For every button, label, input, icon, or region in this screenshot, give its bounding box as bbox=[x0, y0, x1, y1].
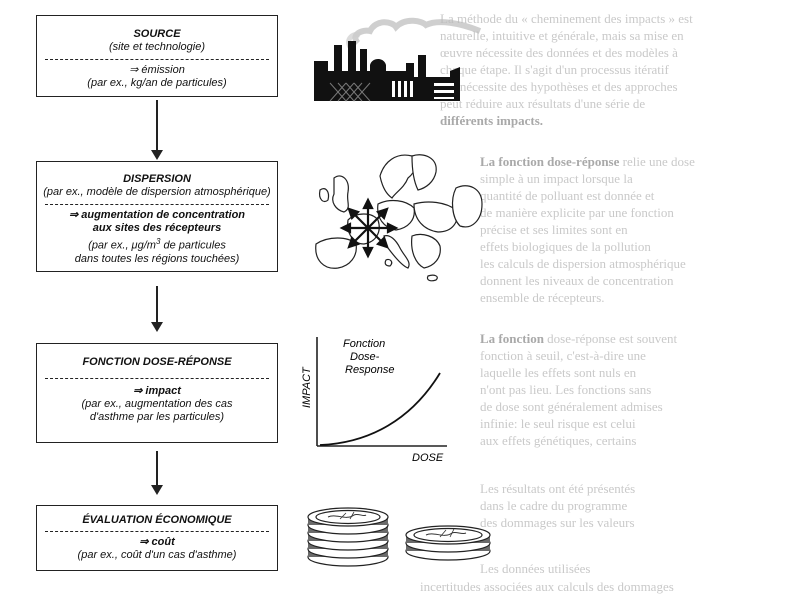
dispersion-example-pre: (par ex., μg/m bbox=[88, 239, 156, 252]
curve-label-line2: Dose- bbox=[350, 351, 380, 363]
dose-response-example-line1: (par ex., augmentation des cas bbox=[81, 398, 233, 410]
economic-example: (par ex., coût d'un cas d'asthme) bbox=[77, 549, 237, 561]
dashed-divider bbox=[45, 378, 269, 379]
graph-x-label: DOSE bbox=[412, 452, 444, 464]
source-subtitle: (site et technologie) bbox=[109, 41, 205, 53]
economic-title: ÉVALUATION ÉCONOMIQUE bbox=[82, 514, 232, 526]
arrow-source-to-dispersion bbox=[151, 100, 163, 160]
economic-result: ⇒ coût bbox=[139, 536, 175, 548]
dose-response-graph-icon: Fonction Dose- Response IMPACT DOSE bbox=[301, 337, 447, 464]
dispersion-result-line2: aux sites des récepteurs bbox=[92, 222, 222, 234]
dashed-divider bbox=[45, 531, 269, 532]
dispersion-example-sup: 3 bbox=[155, 237, 161, 246]
europe-map-icon bbox=[315, 154, 483, 282]
dashed-divider bbox=[45, 204, 269, 205]
factory-icon bbox=[314, 17, 482, 102]
dispersion-result-line1: ⇒ augmentation de concentration bbox=[68, 209, 246, 221]
dispersion-example-post: de particules bbox=[160, 239, 226, 252]
source-example: (par ex., kg/an de particules) bbox=[87, 77, 227, 89]
dispersion-box: DISPERSION (par ex., modèle de dispersio… bbox=[36, 161, 278, 272]
dashed-divider bbox=[45, 59, 269, 60]
source-result: ⇒ émission bbox=[129, 64, 185, 76]
coins-icon bbox=[307, 507, 491, 567]
source-title: SOURCE bbox=[133, 28, 181, 40]
dose-response-box: FONCTION DOSE-RÉPONSE ⇒ impact (par ex.,… bbox=[36, 343, 278, 443]
source-box: SOURCE (site et technologie) ⇒ émission … bbox=[36, 15, 278, 97]
economic-box: ÉVALUATION ÉCONOMIQUE ⇒ coût (par ex., c… bbox=[36, 505, 278, 571]
dose-response-curve bbox=[319, 372, 441, 446]
dispersion-title: DISPERSION bbox=[123, 173, 191, 185]
curve-label-line1: Fonction bbox=[343, 338, 385, 350]
dose-response-result: ⇒ impact bbox=[133, 385, 181, 397]
graph-y-label: IMPACT bbox=[301, 366, 313, 408]
dispersion-example-line2: dans toutes les régions touchées) bbox=[74, 252, 240, 265]
dose-response-title: FONCTION DOSE-RÉPONSE bbox=[82, 356, 232, 368]
dose-response-example-line2: d'asthme par les particules) bbox=[89, 411, 225, 423]
arrow-dose-response-to-economic bbox=[151, 451, 163, 495]
curve-label-line3: Response bbox=[345, 364, 395, 376]
dispersion-example-line1: (par ex., μg/m3 de particules bbox=[37, 235, 277, 253]
dispersion-subtitle: (par ex., modèle de dispersion atmosphér… bbox=[43, 186, 271, 198]
arrow-dispersion-to-dose-response bbox=[151, 286, 163, 332]
